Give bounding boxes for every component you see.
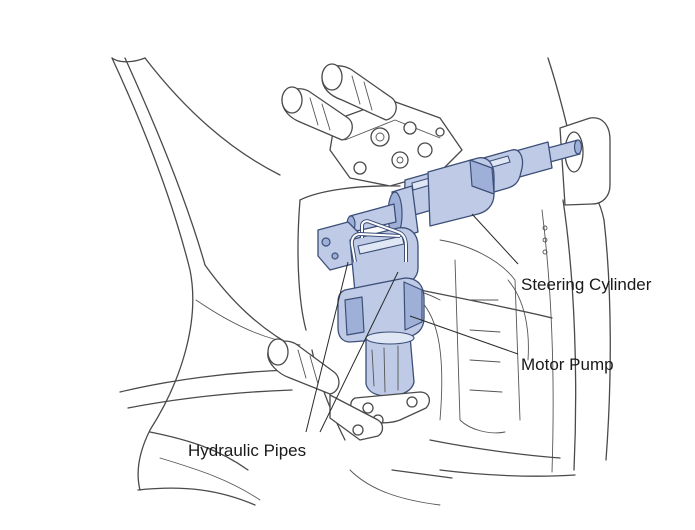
hydraulic-pipes [349,219,408,263]
hydraulic-pipes-label: Hydraulic Pipes [188,441,306,460]
motor-pump-label: Motor Pump [521,355,614,374]
leader-lines [305,213,519,433]
hydraulic-pipes-leader-b [319,271,399,433]
steering-cylinder-leader [471,213,519,265]
steering-cylinder-label: Steering Cylinder [521,275,652,294]
steering-cylinder [346,117,611,239]
motor-pump [317,221,431,426]
hydraulic-pipes-leader-a [305,261,349,433]
motor-pump-leader [409,315,519,355]
top-mounts [281,63,463,187]
lower-mount [267,338,384,441]
